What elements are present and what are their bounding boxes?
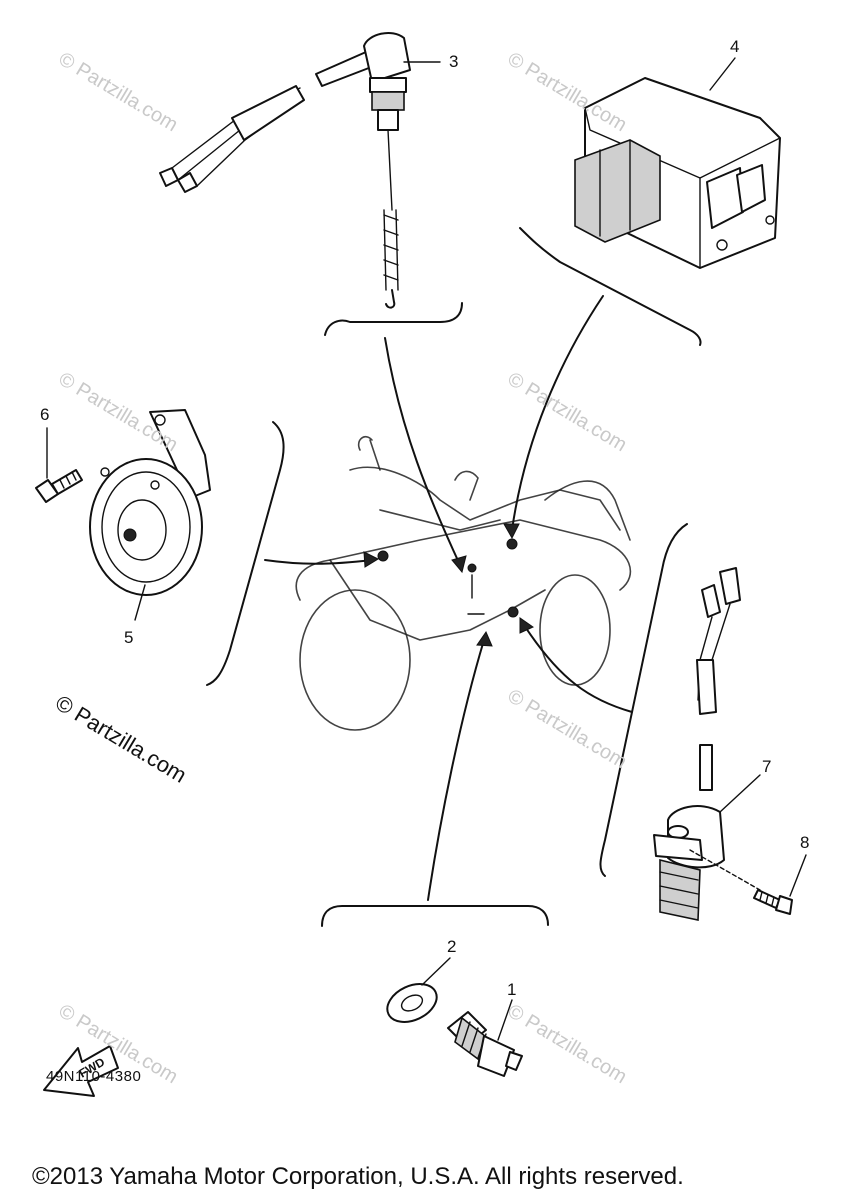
copyright-notice: ©2013 Yamaha Motor Corporation, U.S.A. A… <box>32 1163 684 1190</box>
fwd-arrow-icon: FWD <box>43 1045 119 1097</box>
motorcycle-outline <box>295 435 632 731</box>
callout-7: 7 <box>762 757 771 776</box>
leader-lines <box>206 227 702 927</box>
callout-4: 4 <box>730 37 739 56</box>
part-2-washer: 2 <box>386 937 456 1023</box>
part-7-sensor: 7 <box>653 567 771 921</box>
callout-2: 2 <box>447 937 456 956</box>
diagram-code: 49N110-4380 <box>46 1068 142 1085</box>
part-4-relay: 4 <box>574 37 781 269</box>
part-3-brake-switch: 3 <box>159 31 458 309</box>
callout-1: 1 <box>507 980 516 999</box>
callout-3: 3 <box>449 52 458 71</box>
part-8-screw: 8 <box>753 833 809 915</box>
mount-points <box>377 538 519 618</box>
part-6-bolt: 6 <box>35 405 83 503</box>
callout-8: 8 <box>800 833 809 852</box>
part-1-switch: 1 <box>447 980 523 1077</box>
callout-5: 5 <box>124 628 133 647</box>
part-5-horn: 5 <box>89 409 211 647</box>
callout-6: 6 <box>40 405 49 424</box>
